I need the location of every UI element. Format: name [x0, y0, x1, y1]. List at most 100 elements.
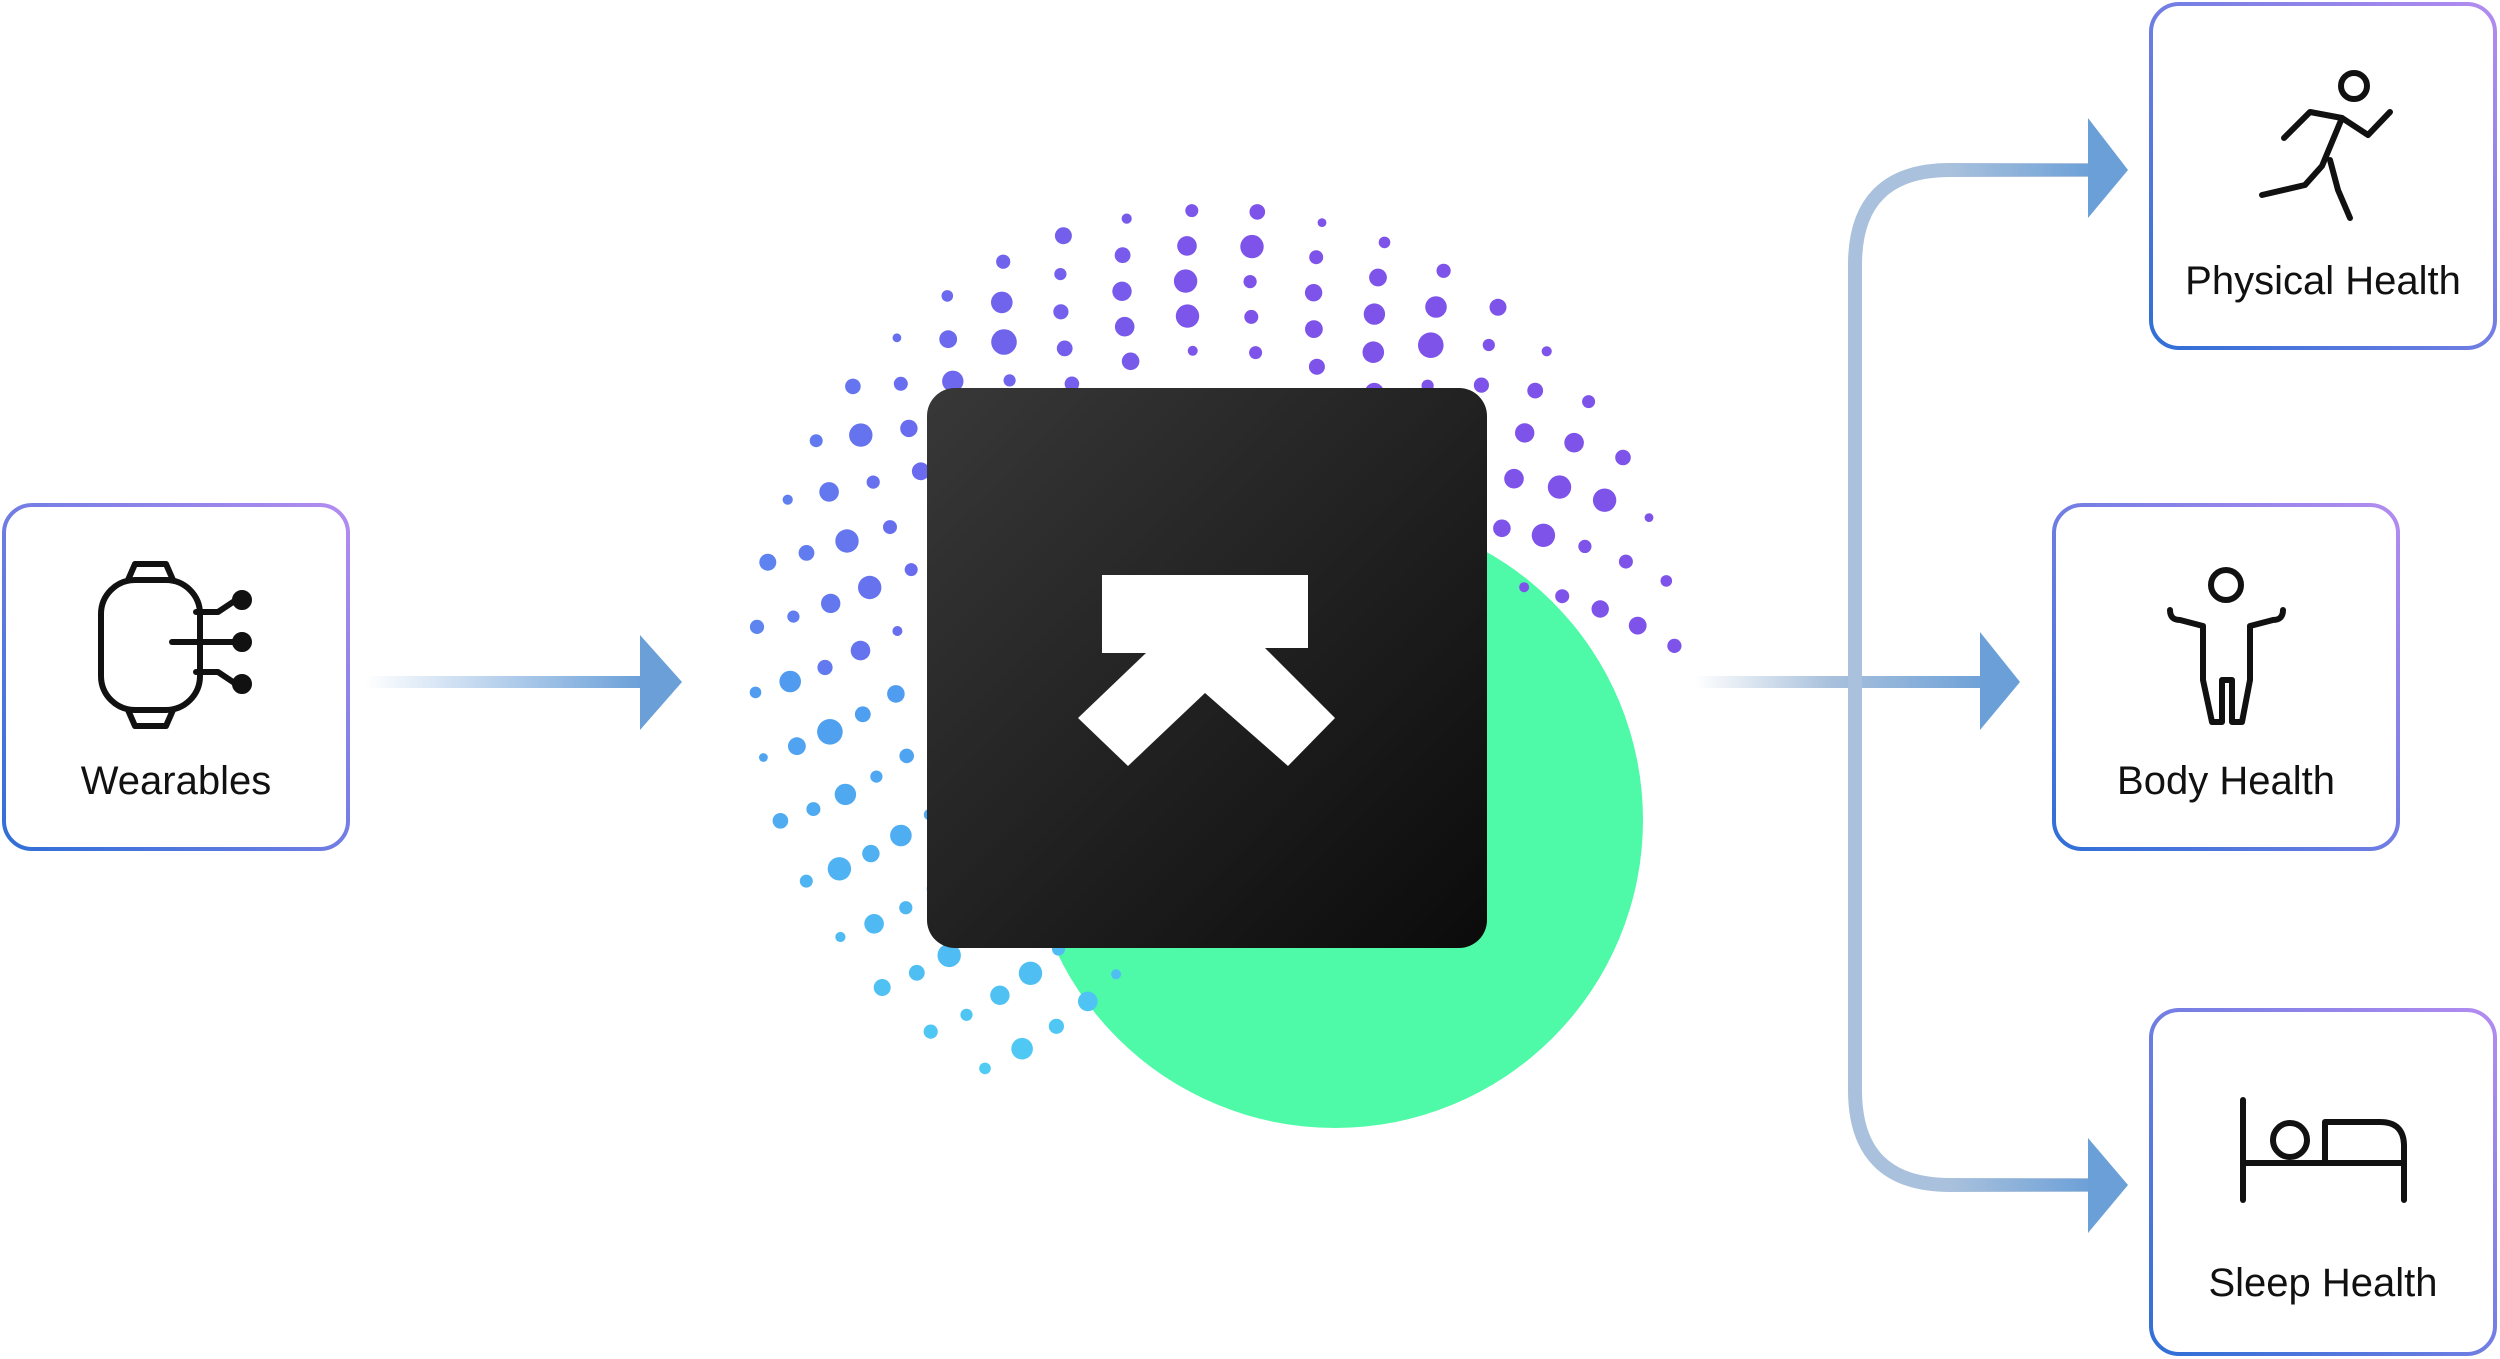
hub-dot — [1114, 247, 1131, 264]
upward-arrow-logo-icon — [1078, 575, 1335, 766]
hub-dot — [817, 719, 843, 745]
hub-dot — [1308, 358, 1325, 375]
hub-dot — [1541, 346, 1552, 357]
hub-dot — [1244, 309, 1259, 324]
hub-dot — [1064, 376, 1080, 392]
body-health-label: Body Health — [2117, 759, 2335, 803]
hub-dot — [850, 640, 871, 661]
hub-dot — [904, 563, 918, 577]
hub-dot — [858, 575, 882, 600]
hub-dot — [835, 529, 859, 553]
hub-dot — [772, 813, 789, 829]
hub-dot — [759, 553, 777, 571]
hub-dot — [892, 626, 903, 636]
hub-dot — [892, 333, 902, 343]
hub-dot — [1493, 519, 1511, 538]
hub-dot — [887, 685, 905, 703]
hub-dot — [960, 1008, 973, 1021]
hub-dot — [1053, 304, 1069, 320]
hub-dot — [1519, 582, 1530, 593]
hub-dot — [1615, 449, 1631, 466]
hub-dot — [834, 783, 857, 806]
physical-health-card: Physical Health — [2149, 2, 2497, 350]
body-health-card: Body Health — [2052, 503, 2400, 851]
hub-dot — [1531, 523, 1556, 547]
hub-dot — [1425, 296, 1447, 318]
hub-dot — [942, 370, 964, 392]
hub-dot — [782, 494, 793, 505]
hub-dot — [1363, 303, 1386, 325]
hub-dot — [991, 291, 1013, 314]
hub-dot — [941, 290, 954, 302]
hub-dot — [1515, 423, 1535, 443]
hub-dot — [817, 659, 833, 676]
hub-dot — [864, 914, 884, 934]
hub-dot — [899, 748, 914, 764]
bed-icon — [2240, 1097, 2407, 1203]
hub-dot — [1114, 316, 1135, 337]
hub-dot — [798, 545, 815, 561]
hub-dot — [873, 979, 891, 996]
hub-dot — [749, 686, 762, 699]
hub-dot — [779, 670, 801, 693]
hub-dot — [1667, 638, 1682, 654]
hub-dot — [1175, 304, 1200, 328]
hub-dot — [1018, 961, 1043, 985]
hub-dot — [1628, 616, 1647, 635]
hub-dot — [1436, 263, 1451, 278]
hub-dot — [1473, 377, 1489, 393]
hub-dot — [1048, 1018, 1064, 1034]
hub-dot — [1003, 374, 1016, 387]
hub-dot — [1527, 382, 1544, 399]
sleep-health-label: Sleep Health — [2208, 1261, 2437, 1305]
hub-dot — [990, 985, 1010, 1005]
hub-dot — [1482, 338, 1495, 352]
hub-dot — [1660, 575, 1673, 587]
hub-dot — [1249, 346, 1263, 360]
hub-dot — [1054, 268, 1067, 281]
hub-dot — [821, 593, 841, 614]
hub-dot — [1112, 281, 1132, 301]
hub-dot — [835, 931, 846, 943]
hub-dot — [1121, 352, 1140, 371]
standing-person-icon — [2167, 567, 2286, 725]
hub-dot — [749, 619, 765, 635]
hub-dot — [809, 434, 823, 448]
hub-dot — [1418, 332, 1444, 359]
hub-dot — [1489, 298, 1507, 316]
sleep-health-card: Sleep Health — [2149, 1008, 2497, 1356]
hub-dot — [996, 254, 1011, 269]
hub-dot — [819, 482, 839, 502]
hub-dot — [759, 753, 768, 762]
hub-dot — [1591, 600, 1609, 618]
hub-dot — [1592, 488, 1617, 512]
hub-dot-field — [749, 204, 1682, 1075]
smartwatch-data-icon — [98, 561, 252, 729]
hub-dot — [991, 329, 1017, 355]
hub-dot — [1504, 468, 1524, 489]
hub-dot — [1317, 218, 1327, 228]
hub-dot — [1177, 236, 1197, 256]
hub-dot — [1011, 1037, 1033, 1060]
hub-dot — [1309, 250, 1324, 265]
hub-dot — [1187, 345, 1198, 356]
hub-dot — [1369, 268, 1387, 287]
hub-dot — [866, 475, 880, 489]
wearables-card: Wearables — [2, 503, 350, 851]
hub-dot — [979, 1062, 991, 1075]
hub-dot — [1378, 236, 1391, 249]
hub-dot — [1121, 213, 1132, 224]
physical-health-label: Physical Health — [2185, 259, 2461, 303]
hub-dot — [939, 330, 958, 349]
input-arrow — [365, 635, 682, 730]
hub-dot — [1078, 991, 1098, 1012]
hub-dot — [923, 1024, 938, 1039]
hub-dot — [899, 901, 913, 915]
hub-dot — [799, 874, 813, 888]
hub-dot — [1582, 395, 1596, 409]
running-person-icon — [2259, 70, 2393, 221]
hub-dot — [908, 964, 925, 981]
hub-dot — [1249, 204, 1266, 220]
hub-dot — [1547, 475, 1572, 499]
